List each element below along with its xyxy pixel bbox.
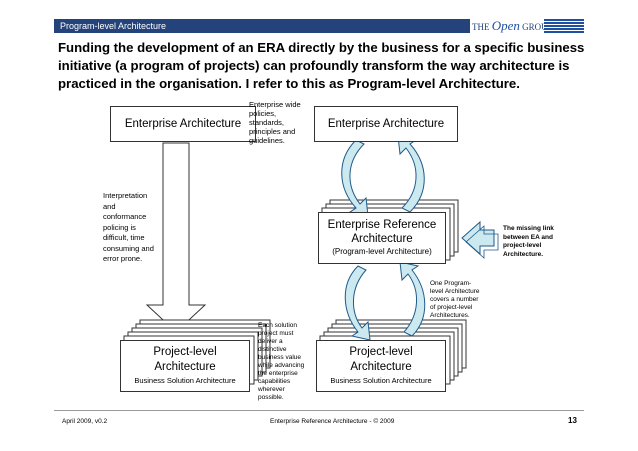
era-title-1: Enterprise Reference	[327, 219, 437, 231]
footer-date: April 2009, v0.2	[62, 418, 108, 425]
left-project-box: Project-level Architecture Business Solu…	[120, 340, 250, 392]
ibm-logo: IBM	[544, 19, 584, 33]
note-enterprise-policies: Enterprise wide policies, standards, pri…	[249, 100, 301, 145]
note-program-level: One Program- level Architecture covers a…	[430, 280, 480, 319]
open-group-logo: THE Open GROUP	[470, 18, 555, 33]
right-project-title-1: Project-level	[349, 346, 413, 358]
left-ea-box: Enterprise Architecture	[110, 106, 256, 142]
down-arrow-icon	[145, 142, 207, 333]
footer-divider	[54, 410, 584, 411]
era-sub: (Program-level Architecture)	[332, 247, 432, 256]
era-box: Enterprise Reference Architecture (Progr…	[318, 212, 446, 264]
note-solution-project: Each solution project must deliver a dis…	[258, 322, 305, 401]
curved-arrow-down-icon	[344, 265, 371, 341]
slide-title: Program-level Architecture	[60, 21, 167, 31]
right-ea-label: Enterprise Architecture	[327, 118, 445, 130]
left-ea-label: Enterprise Architecture	[124, 118, 242, 130]
right-project-sub: Business Solution Architecture	[330, 376, 432, 385]
left-project-sub: Business Solution Architecture	[134, 376, 236, 385]
left-project-title-1: Project-level	[153, 346, 217, 358]
headline: Funding the development of an ERA direct…	[58, 40, 585, 91]
left-arrow-icon	[461, 220, 495, 256]
left-arrow-shadow-icon	[465, 225, 499, 259]
footer-center: Enterprise Reference Architecture - © 20…	[270, 418, 395, 425]
era-title-2: Architecture	[351, 233, 413, 245]
right-project-box: Project-level Architecture Business Solu…	[316, 340, 446, 392]
curved-arrow-up-icon	[399, 261, 426, 337]
note-interpretation: Interpretation and conformance policing …	[103, 191, 154, 263]
left-project-title-2: Architecture	[154, 361, 216, 373]
note-missing-link: The missing link between EA and project-…	[503, 225, 554, 258]
page-number: 13	[568, 416, 577, 425]
slide-title-bar: Program-level Architecture	[54, 19, 584, 33]
right-ea-box: Enterprise Architecture	[314, 106, 458, 142]
right-project-title-2: Architecture	[350, 361, 412, 373]
